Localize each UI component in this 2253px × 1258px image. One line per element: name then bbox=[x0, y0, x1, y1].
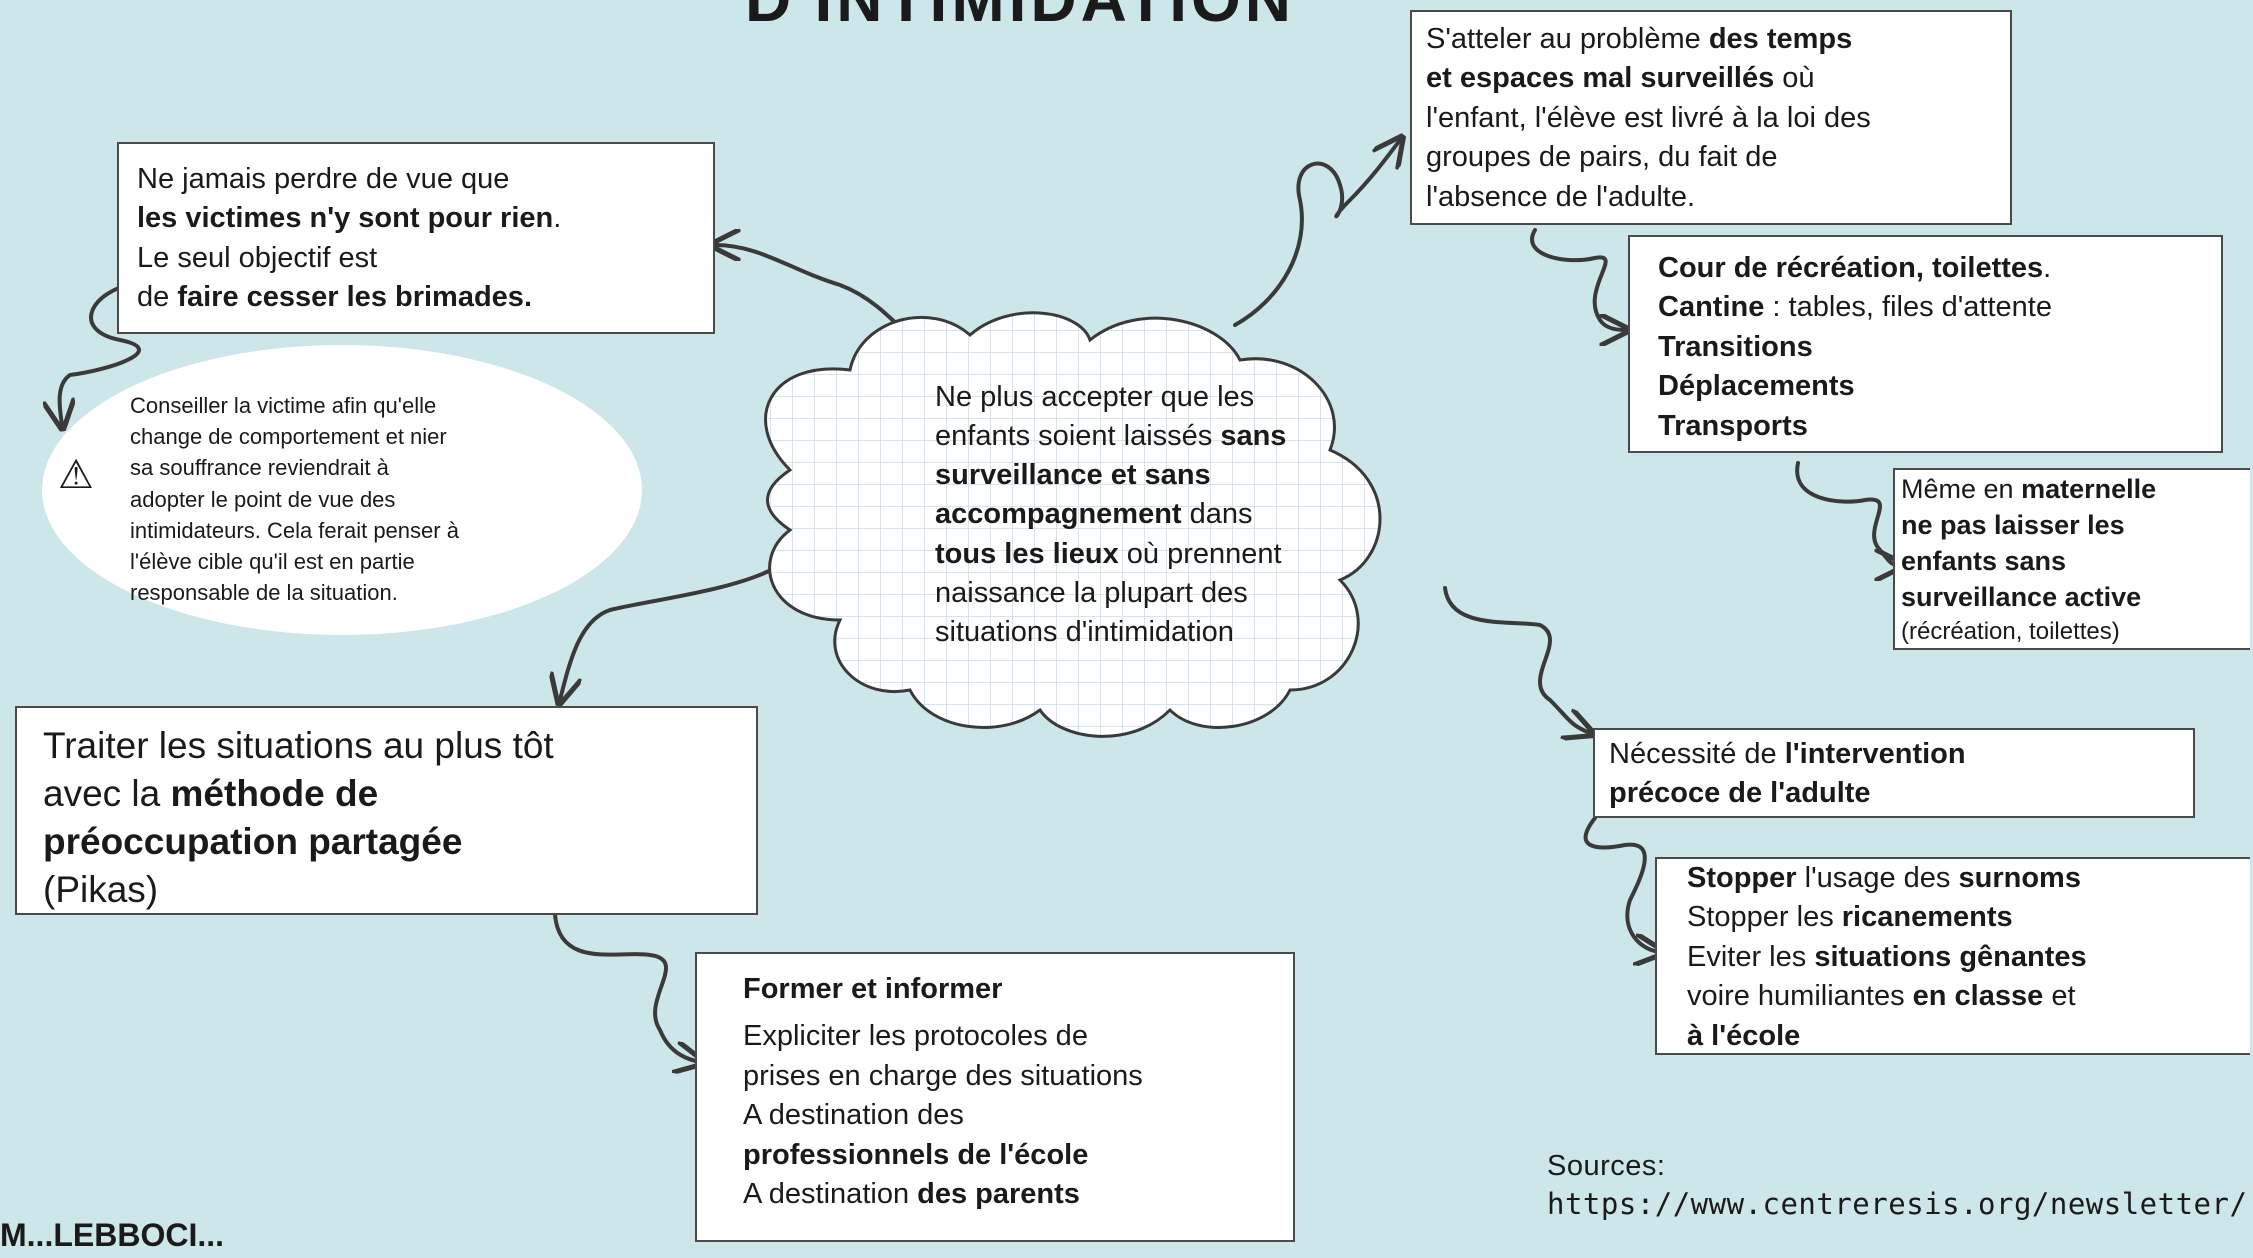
arrow-to-stop bbox=[1583, 816, 1660, 952]
warning-triangle-icon: ⚠ bbox=[58, 453, 94, 497]
arrow-to-warning bbox=[60, 280, 142, 425]
page-title: D'INTIMIDATION bbox=[745, 0, 1295, 36]
arrow-to-places bbox=[1530, 228, 1625, 330]
victims-box: Ne jamais perdre de vue que les victimes… bbox=[117, 142, 715, 334]
training-heading: Former et informer bbox=[743, 973, 1003, 1005]
center-line: Ne plus accepter que les bbox=[935, 381, 1255, 413]
arrow-to-train bbox=[553, 913, 700, 1062]
central-cloud bbox=[764, 311, 1382, 738]
center-text: Ne plus accepter que les enfants soient … bbox=[935, 378, 1286, 652]
pikas-box: Traiter les situations au plus tôt avec … bbox=[15, 706, 758, 915]
sources: Sources: https://www.centreresis.org/new… bbox=[1547, 1148, 2247, 1223]
arrow-to-pikas bbox=[560, 563, 782, 700]
arrow-to-maternelle bbox=[1795, 461, 1900, 565]
center-line: situations d'intimidation bbox=[935, 615, 1234, 648]
arrow-to-spaces bbox=[1233, 140, 1400, 327]
center-line: tous les lieux où prennent bbox=[935, 537, 1282, 570]
sources-label: Sources: bbox=[1547, 1150, 1666, 1182]
warning-bubble bbox=[42, 345, 642, 635]
sources-link[interactable]: https://www.centreresis.org/newsletter/ bbox=[1547, 1186, 2248, 1221]
training-box: Former et informer Expliciter les protoc… bbox=[695, 952, 1295, 1242]
places-box: Cour de récréation, toilettes. Cantine :… bbox=[1628, 235, 2223, 453]
center-line: naissance la plupart des bbox=[935, 576, 1248, 609]
footer-partial: M...LEBBOCI... bbox=[0, 1217, 224, 1253]
warning-text: Conseiller la victime afin qu'elle chang… bbox=[130, 393, 459, 606]
arrow-to-adult bbox=[1443, 586, 1590, 733]
adult-intervention-box: Nécessité de l'intervention précoce de l… bbox=[1593, 728, 2195, 818]
center-line: enfants soient laissés sans bbox=[935, 420, 1287, 453]
center-line: surveillance et sans bbox=[935, 459, 1211, 492]
maternelle-box: Même en maternelle ne pas laisser les en… bbox=[1893, 468, 2250, 650]
stop-box: Stopper l'usage des surnoms Stopper les … bbox=[1655, 857, 2250, 1055]
center-line: accompagnement dans bbox=[935, 498, 1253, 531]
spaces-box: S'atteler au problème des temps et espac… bbox=[1410, 10, 2012, 225]
